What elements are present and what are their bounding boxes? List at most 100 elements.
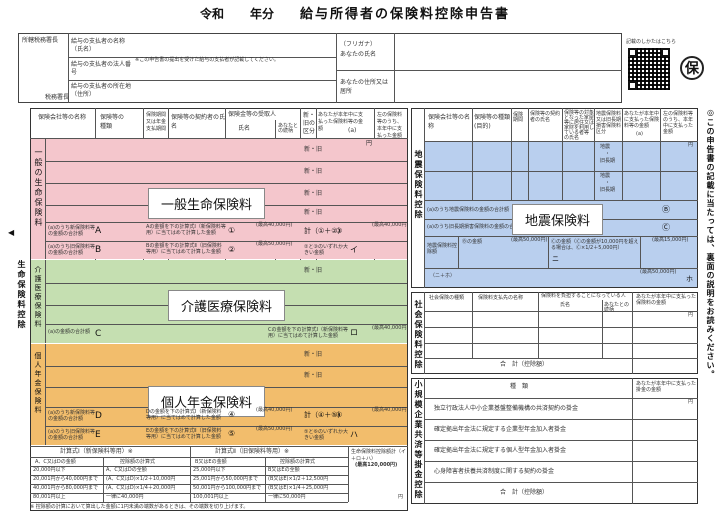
eq-col-class: 地震保険料又は旧長期損害保険料区分 bbox=[596, 111, 622, 135]
formula-old-r4c1: 100,001円以上 bbox=[193, 494, 229, 500]
social-col-name: 氏名 bbox=[560, 302, 571, 308]
pension-mark-5: ⑤ bbox=[228, 429, 236, 438]
general-new-old-2[interactable]: 新・旧 bbox=[304, 168, 323, 175]
col-company: 保険会社等の名称 bbox=[38, 114, 87, 121]
formula-new-r4c1: 80,001円以上 bbox=[33, 494, 66, 500]
general-life-label: 一般の生命保険料 bbox=[34, 148, 43, 228]
pension-callout: 個人年金保険料 bbox=[148, 386, 266, 417]
form-title: 給与所得者の保険料控除申告書 bbox=[300, 7, 511, 22]
social-col-type: 社会保険の種類 bbox=[429, 295, 465, 301]
eq-letter-c: Ⓒ bbox=[662, 223, 670, 232]
formula-old-r3c2: (B又はE)×1/4＋25,000円 bbox=[268, 485, 329, 491]
general-yen: 円 bbox=[366, 140, 373, 147]
formula-old-title: 計算式Ⅱ（旧保険料等用）※ bbox=[215, 448, 289, 455]
qr-note: 記載のしかたはこちら bbox=[626, 39, 677, 45]
col-period: 保険期間又は年金支払期間 bbox=[146, 112, 167, 132]
eq-class-quake-2[interactable]: 地震 bbox=[600, 173, 611, 179]
formula-old-r3c1: 50,001円から100,000円まで bbox=[193, 485, 262, 491]
smallbiz-header: 種 類 bbox=[510, 383, 529, 390]
care-sum: (a)の金額の合計額 bbox=[48, 329, 90, 335]
general-larger-mark: イ bbox=[350, 245, 358, 254]
smallbiz-side-label: 小規模企業共済等掛金控除 bbox=[414, 380, 423, 500]
smallbiz-row-2: 確定拠出年金法に規定する企業型年金加入者掛金 bbox=[434, 426, 567, 433]
payer-number-note: ※この申告書の提出を受けた給与の支払者が記載してください。 bbox=[135, 57, 279, 63]
social-col-relation: あなたとの続柄 bbox=[604, 302, 629, 313]
pension-cap-e: (最高50,000円) bbox=[256, 426, 293, 432]
payer-address-field[interactable] bbox=[132, 81, 335, 102]
pension-cap-d: (最高40,000円) bbox=[256, 407, 293, 413]
care-callout: 介護医療保険料 bbox=[168, 290, 286, 321]
formula-col-deduct-old: 控除額の計算式 bbox=[280, 459, 316, 465]
eq-class-quake-1[interactable]: 地震 bbox=[600, 144, 611, 150]
general-mark-2: ② bbox=[228, 245, 236, 254]
formula-new-r2c1: 20,001円から40,000円まで bbox=[33, 476, 98, 482]
payer-number-field[interactable] bbox=[132, 64, 335, 79]
life-table bbox=[30, 108, 408, 511]
col-portion: 左の保険料等のうち、本年中に支払った金額 bbox=[377, 112, 403, 139]
care-mark: ロ bbox=[350, 328, 358, 337]
pension-sum-mark: ⑥ bbox=[336, 411, 343, 419]
general-new-old-4[interactable]: 新・旧 bbox=[304, 209, 323, 216]
tax-office-label: 所轄税務署長 bbox=[22, 37, 59, 44]
general-calc-b: Bの金額を下の計算式Ⅱ（旧保険料等用）に当てはめて計算した金額 bbox=[146, 243, 222, 255]
your-name-label: あなたの氏名 bbox=[340, 51, 377, 58]
eq-letter-b: Ⓑ bbox=[662, 205, 670, 214]
general-cap-b: (最高50,000円) bbox=[256, 241, 293, 247]
payer-name-field[interactable] bbox=[132, 34, 335, 56]
formula-col-amount-old: B又はEの金額 bbox=[195, 459, 227, 465]
eq-class-sep-2: ・ bbox=[605, 180, 611, 186]
care-cap: (最高40,000円) bbox=[372, 325, 409, 331]
era-label: 令和 bbox=[200, 7, 225, 21]
smallbiz-row-1: 独立行政法人中小企業基盤整備機構の共済契約の掛金 bbox=[434, 405, 579, 412]
payer-address-label: 給与の支払者の所在地（住所） bbox=[71, 83, 132, 98]
social-side-label: 社会保険料控除 bbox=[414, 300, 423, 370]
eq-sum-quake: (a)のうち地震保険料の金額の合計額 bbox=[427, 207, 509, 213]
your-address-label: あなたの住所又は居所 bbox=[340, 79, 389, 95]
pension-sum-new: (a)のうち新保険料等の金額の合計額 bbox=[48, 410, 95, 422]
col-amount-mark: (a) bbox=[348, 127, 357, 134]
smallbiz-table bbox=[411, 378, 698, 504]
eq-class-old-1[interactable]: 旧長期 bbox=[600, 158, 616, 164]
pension-new-old-1[interactable]: 新・旧 bbox=[304, 351, 323, 358]
pension-calc-e: Eの金額を下の計算式Ⅱ（旧保険料等用）に当てはめて計算した金額 bbox=[146, 428, 222, 440]
eq-col-insured: 保険等の対象となった家屋等に居住又は家財を利用している者等の氏名 bbox=[564, 110, 595, 141]
your-address-field[interactable] bbox=[395, 71, 621, 102]
col-new-old: 新・旧の区分 bbox=[303, 112, 316, 135]
stamp-icon: 保 bbox=[680, 56, 704, 80]
eq-class-old-2[interactable]: 旧長期 bbox=[600, 187, 616, 193]
eq-class-sep-1: ・ bbox=[605, 151, 611, 157]
formula-old-r2c1: 25,001円から50,000円まで bbox=[193, 476, 258, 482]
eq-mark-ho: ホ bbox=[686, 275, 693, 283]
life-total-label: 生命保険料控除額計（イ＋ロ＋ハ） bbox=[351, 449, 407, 462]
general-new-old-1[interactable]: 新・旧 bbox=[304, 146, 323, 153]
pension-calc-d: Dの金額を下の計算式Ⅰ（新保険料等用）に当てはめて計算した金額 bbox=[146, 409, 222, 421]
smallbiz-row-3: 確定拠出年金法に規定する個人型年金加入者掛金 bbox=[434, 447, 567, 454]
pension-label: 個人年金保険料 bbox=[34, 352, 42, 415]
formula-old-r2c2: (B又はE)×1/2＋12,500円 bbox=[268, 476, 329, 482]
general-larger: ②と③のいずれか大きい金額 bbox=[304, 244, 348, 256]
general-mark-1: ① bbox=[228, 226, 236, 235]
eq-col-portion: 左の保険料等のうち、本年中に支払った金額 bbox=[663, 111, 694, 135]
side-note: ◎この申告書の記載に当たっては、裏面の説明をお読みください。 bbox=[706, 108, 715, 379]
pension-sum-formula: 計（④＋⑤） bbox=[304, 411, 345, 419]
general-new-old-3[interactable]: 新・旧 bbox=[304, 190, 323, 197]
life-side-label: 生命保険料控除 bbox=[17, 260, 26, 330]
header-box bbox=[18, 33, 622, 103]
payer-number-label: 給与の支払者の法人番号 bbox=[71, 61, 132, 76]
social-total: 合 計（控除額） bbox=[500, 361, 549, 368]
pension-new-old-2[interactable]: 新・旧 bbox=[304, 372, 323, 379]
eq-cap-a: (最高50,000円) bbox=[511, 237, 548, 243]
care-new-old[interactable]: 新・旧 bbox=[304, 267, 323, 274]
general-life-callout: 一般生命保険料 bbox=[148, 188, 266, 219]
your-name-field[interactable] bbox=[395, 34, 621, 69]
tax-office-suffix: 税務署長 bbox=[45, 94, 70, 101]
general-letter-b: B bbox=[95, 245, 102, 255]
formula-old-r1c2: B又はEの全額 bbox=[268, 467, 300, 473]
eq-col-contractor: 保険等の契約者の氏名 bbox=[530, 111, 561, 123]
eq-col-period: 保険期間 bbox=[513, 112, 524, 123]
social-col-bearer: 保険料を負担することになっている人 bbox=[541, 293, 626, 299]
pension-larger: ⑤と⑥のいずれか大きい金額 bbox=[304, 429, 348, 441]
col-recipient-name: 氏名 bbox=[238, 125, 251, 132]
col-amount: あなたが本年中に支払った保険料等の金額 bbox=[318, 112, 364, 132]
eq-deduction-formula: （ニ＋ホ） bbox=[430, 273, 456, 279]
